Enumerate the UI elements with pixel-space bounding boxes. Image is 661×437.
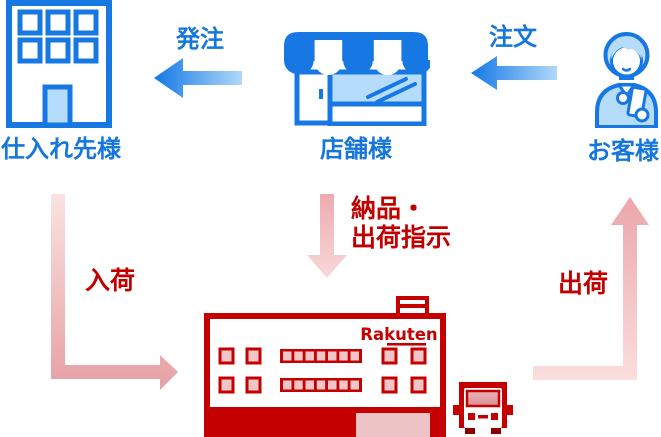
arrow-elbow-up-icon <box>533 197 649 380</box>
delivery-truck-icon <box>453 382 513 434</box>
customer-label: お客様 <box>587 137 659 165</box>
arrow-left-icon <box>154 58 242 98</box>
store-label: 店舗様 <box>320 135 392 163</box>
rakuten-logo-text: Rakuten <box>360 325 437 344</box>
rakuten-logo-underline <box>387 343 426 346</box>
rakuten-warehouse-icon: Rakuten <box>204 296 446 437</box>
arrow-left-icon <box>471 56 557 90</box>
delivery-instruction-line2: 出荷指示 <box>351 223 452 252</box>
arrow-elbow-right-icon <box>51 194 178 390</box>
supplier-label: 仕入れ先様 <box>1 135 121 163</box>
delivery-instruction-line1: 納品・ <box>351 194 427 223</box>
arrow-down-icon <box>307 194 347 278</box>
office-building-icon <box>6 0 112 128</box>
inbound-label: 入荷 <box>85 266 136 295</box>
storefront-icon <box>284 32 430 126</box>
customer-order-label: 注文 <box>489 23 537 51</box>
loading-dock-door <box>356 413 430 437</box>
customer-with-phone-icon <box>595 32 658 128</box>
delivery-instruction-label: 納品・ 出荷指示 <box>351 194 451 252</box>
outbound-label: 出荷 <box>558 269 609 298</box>
order-to-supplier-label: 発注 <box>176 25 224 53</box>
